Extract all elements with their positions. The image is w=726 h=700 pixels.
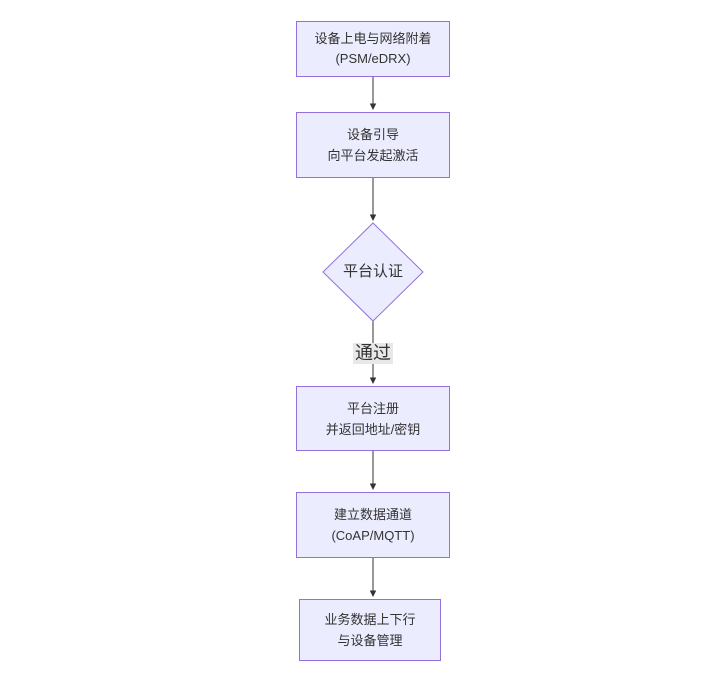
node-label-line: 业务数据上下行 [324,612,416,627]
node-platform-auth-label: 平台认证 [342,263,403,280]
node-label-line: 设备引导 [346,127,399,142]
node-label-line: 并返回地址/密钥 [325,421,421,437]
decision-diamond-platform-auth [322,222,424,322]
node-data-channel: 建立数据通道 (CoAP/MQTT) [296,492,450,558]
node-label-line: 与设备管理 [337,633,403,648]
node-label-line: (CoAP/MQTT) [331,528,415,543]
node-business-data: 业务数据上下行 与设备管理 [299,599,441,661]
edge-label-pass: 通过 [353,343,393,364]
node-label-line: 平台注册 [346,400,399,416]
node-platform-register: 平台注册 并返回地址/密钥 [296,386,450,451]
node-power-network-attach: 设备上电与网络附着 (PSM/eDRX) [296,21,450,77]
node-label-line: (PSM/eDRX) [335,51,411,66]
node-label-line: 建立数据通道 [333,507,412,522]
node-label-line: 设备上电与网络附着 [314,31,432,46]
node-label-line: 向平台发起激活 [327,148,419,163]
node-device-bootstrap: 设备引导 向平台发起激活 [296,112,450,178]
